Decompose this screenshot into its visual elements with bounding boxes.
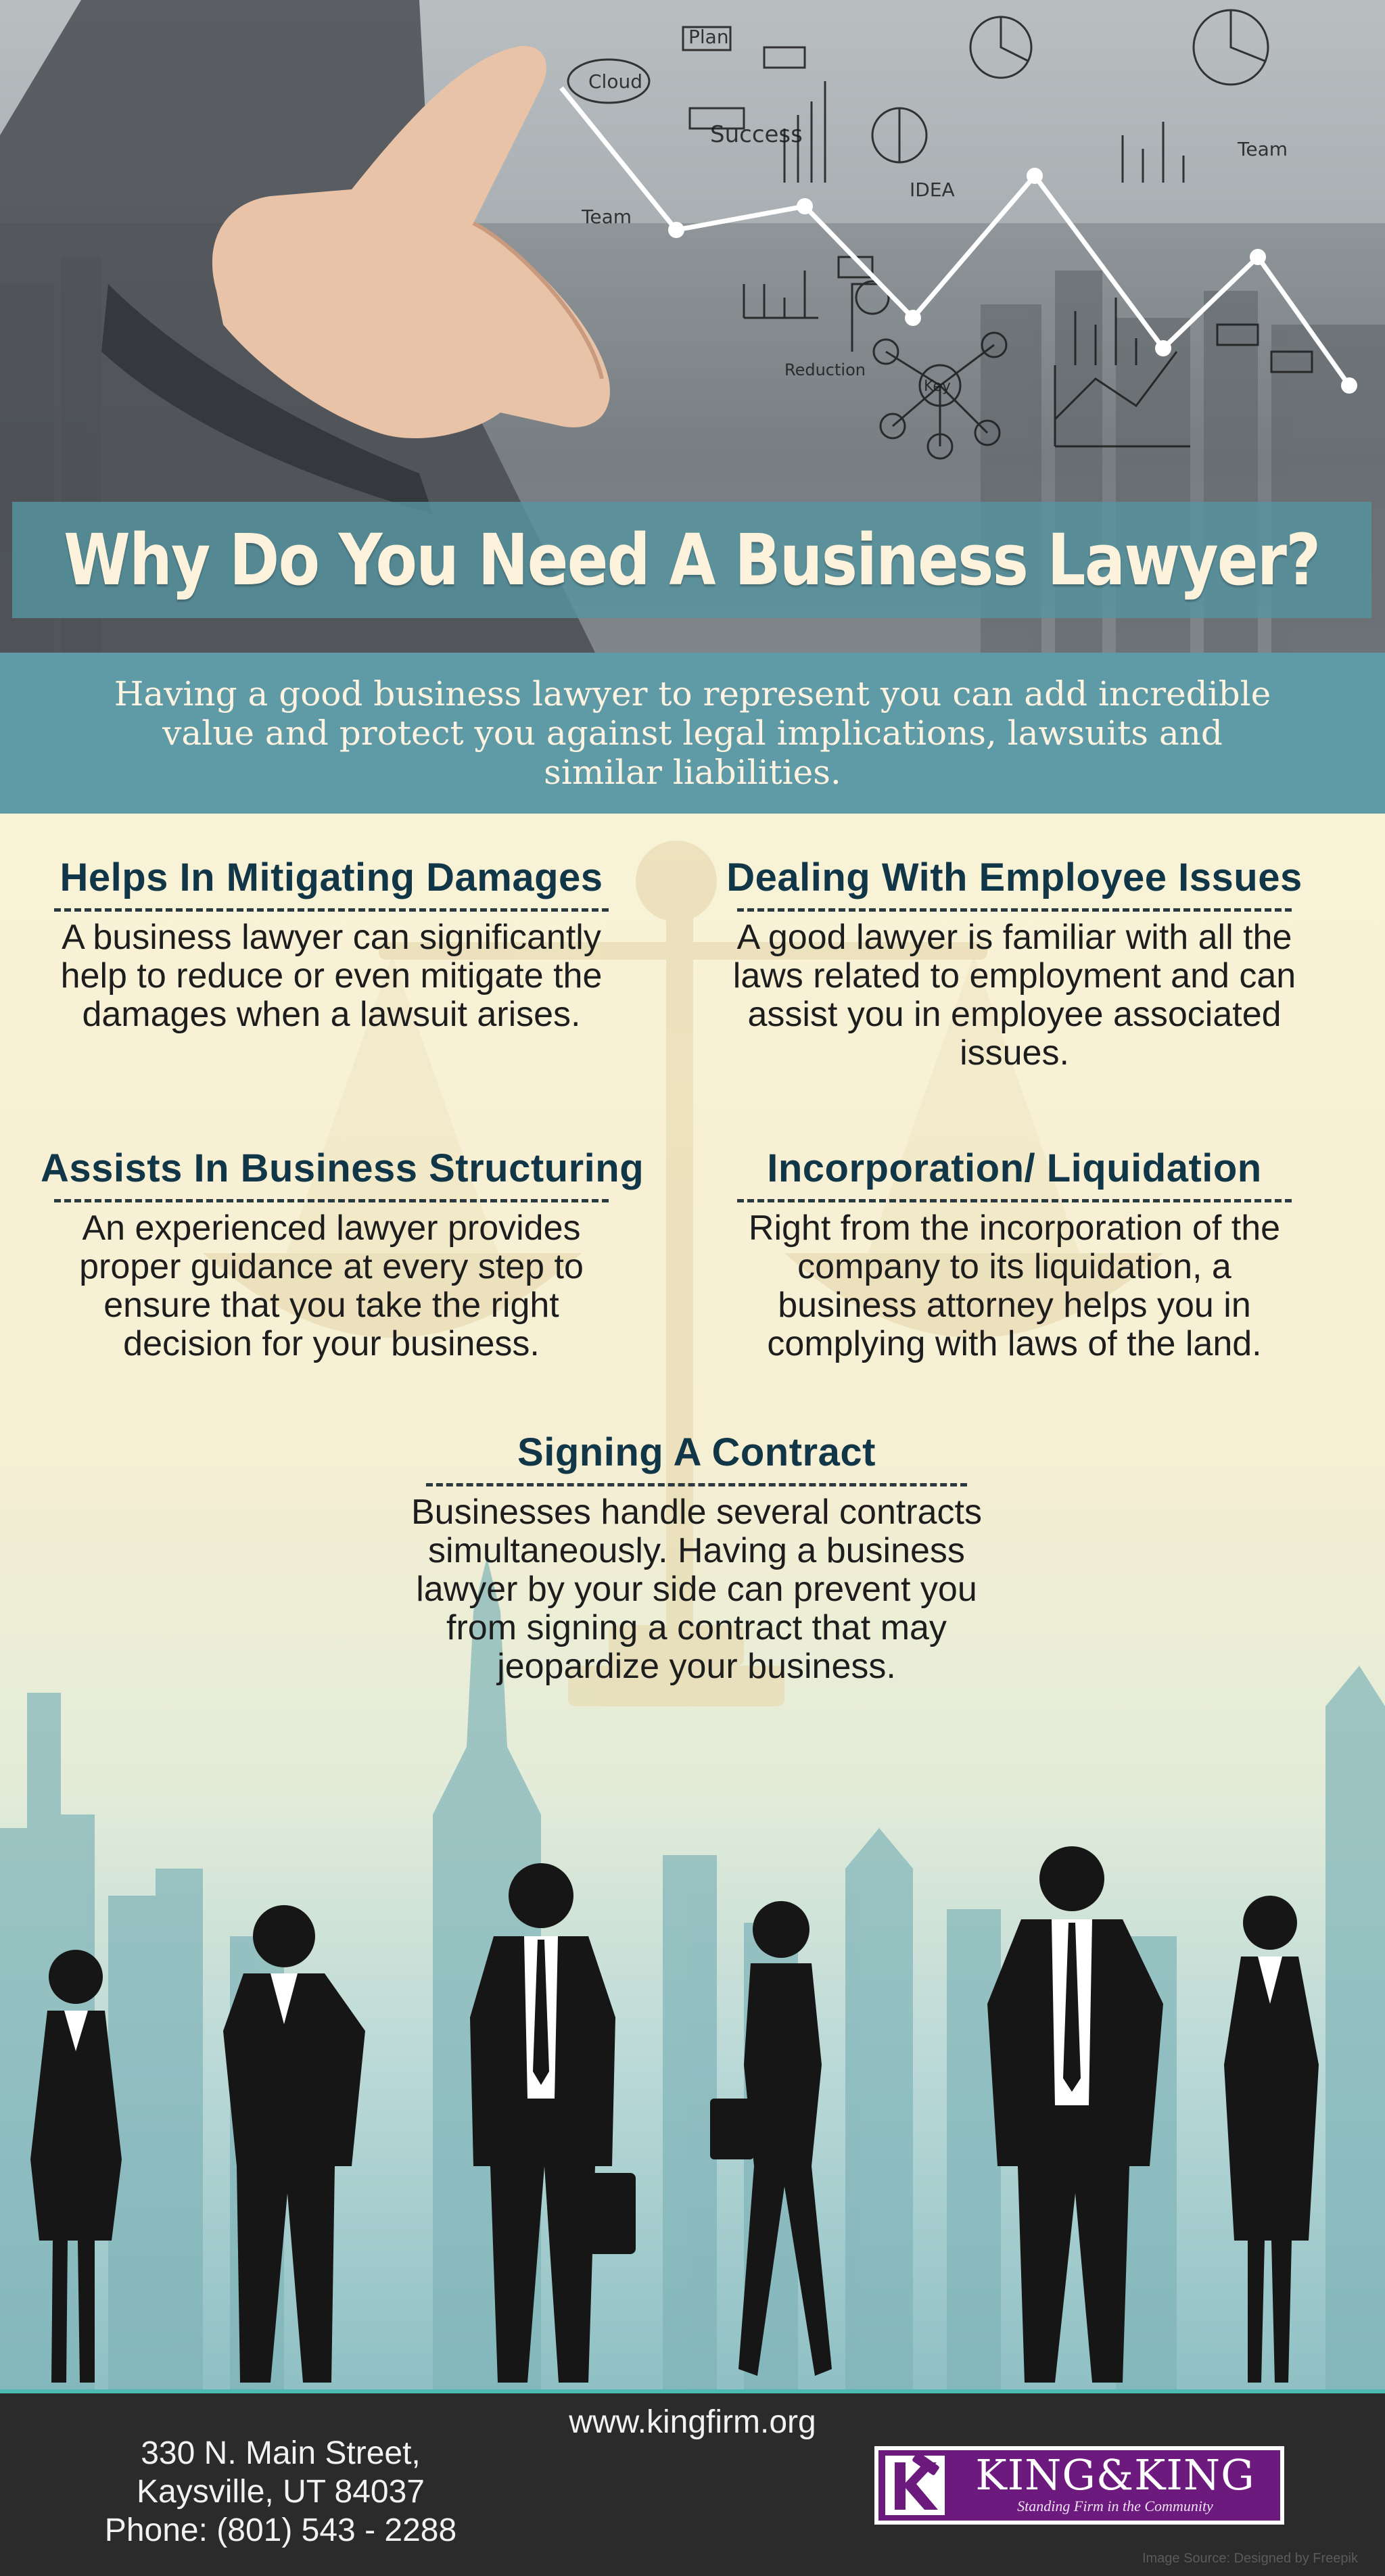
section-title: Assists In Business Structuring: [41, 1146, 644, 1190]
section-mitigating-damages: Helps In Mitigating Damages A business l…: [41, 854, 622, 1034]
logo-tagline: Standing Firm in the Community: [1017, 2498, 1213, 2514]
section-incorporation-liquidation: Incorporation/ Liquidation Right from th…: [724, 1145, 1305, 1363]
sketch-reduction-label: Reduction: [784, 360, 866, 379]
dashed-divider: [54, 908, 609, 912]
sketch-success-label: Success: [710, 121, 803, 148]
trend-line-points: [668, 168, 1357, 394]
address-line-2: Kaysville, UT 84037: [137, 2474, 425, 2510]
dashed-divider: [54, 1199, 609, 1202]
sketch-team-label-2: Team: [1237, 138, 1288, 160]
scales-of-justice-icon: [203, 841, 1163, 1706]
section-text: An experienced lawyer provides proper gu…: [79, 1209, 584, 1363]
footer: www.kingfirm.org 330 N. Main Street, Kay…: [0, 2389, 1385, 2576]
section-title: Signing A Contract: [517, 1430, 876, 1474]
address-line-1: 330 N. Main Street,: [141, 2435, 421, 2471]
logo-name: KING&KING: [975, 2450, 1255, 2500]
section-signing-contract: Signing A Contract Businesses handle sev…: [379, 1429, 1014, 1686]
sketch-cloud-label: Cloud: [588, 70, 642, 93]
sketch-plan-label: Plan: [688, 26, 729, 48]
section-text: Right from the incorporation of the comp…: [748, 1209, 1281, 1363]
page-title: Why Do You Need A Business Lawyer?: [64, 519, 1321, 601]
dashed-divider: [426, 1483, 967, 1486]
footer-accent-line: [0, 2389, 1385, 2393]
gavel-k-icon: [885, 2452, 945, 2515]
neckties: [533, 1923, 1081, 2092]
intro-text: Having a good business lawyer to represe…: [114, 674, 1271, 792]
sketch-team-label: Team: [581, 206, 632, 228]
section-business-structuring: Assists In Business Structuring An exper…: [41, 1145, 644, 1363]
background-illustration: [0, 841, 1385, 2389]
section-text: A good lawyer is familiar with all the l…: [732, 918, 1296, 1073]
contact-address: 330 N. Main Street, Kaysville, UT 84037 …: [68, 2434, 494, 2550]
website-link[interactable]: www.kingfirm.org: [569, 2404, 816, 2440]
hero-banner: Cloud Plan Success Team Team IDEA Key Re…: [0, 0, 1385, 653]
section-title: Helps In Mitigating Damages: [60, 856, 603, 899]
phone-number[interactable]: Phone: (801) 543 - 2288: [104, 2512, 457, 2548]
intro-band: Having a good business lawyer to represe…: [0, 653, 1385, 814]
title-bar: Why Do You Need A Business Lawyer?: [12, 502, 1371, 618]
section-text: A business lawyer can significantly help…: [60, 918, 603, 1034]
dashed-divider: [737, 1199, 1292, 1202]
section-title: Dealing With Employee Issues: [726, 856, 1302, 899]
logo-background: KING&KING Standing Firm in the Community: [878, 2450, 1280, 2521]
section-text: Businesses handle several contracts simu…: [410, 1493, 982, 1686]
section-title: Incorporation/ Liquidation: [767, 1146, 1262, 1190]
trend-line: [559, 86, 1351, 388]
content-area: Helps In Mitigating Damages A business l…: [0, 814, 1385, 2389]
section-employee-issues: Dealing With Employee Issues A good lawy…: [724, 854, 1305, 1073]
sketch-idea-label: IDEA: [910, 179, 955, 201]
king-and-king-logo[interactable]: KING&KING Standing Firm in the Community: [874, 2446, 1284, 2525]
image-credit: Image Source: Designed by Freepik: [1142, 2551, 1358, 2566]
business-people-silhouettes: [30, 1846, 1319, 2383]
sketch-key-label: Key: [924, 378, 951, 395]
dashed-divider: [737, 908, 1292, 912]
